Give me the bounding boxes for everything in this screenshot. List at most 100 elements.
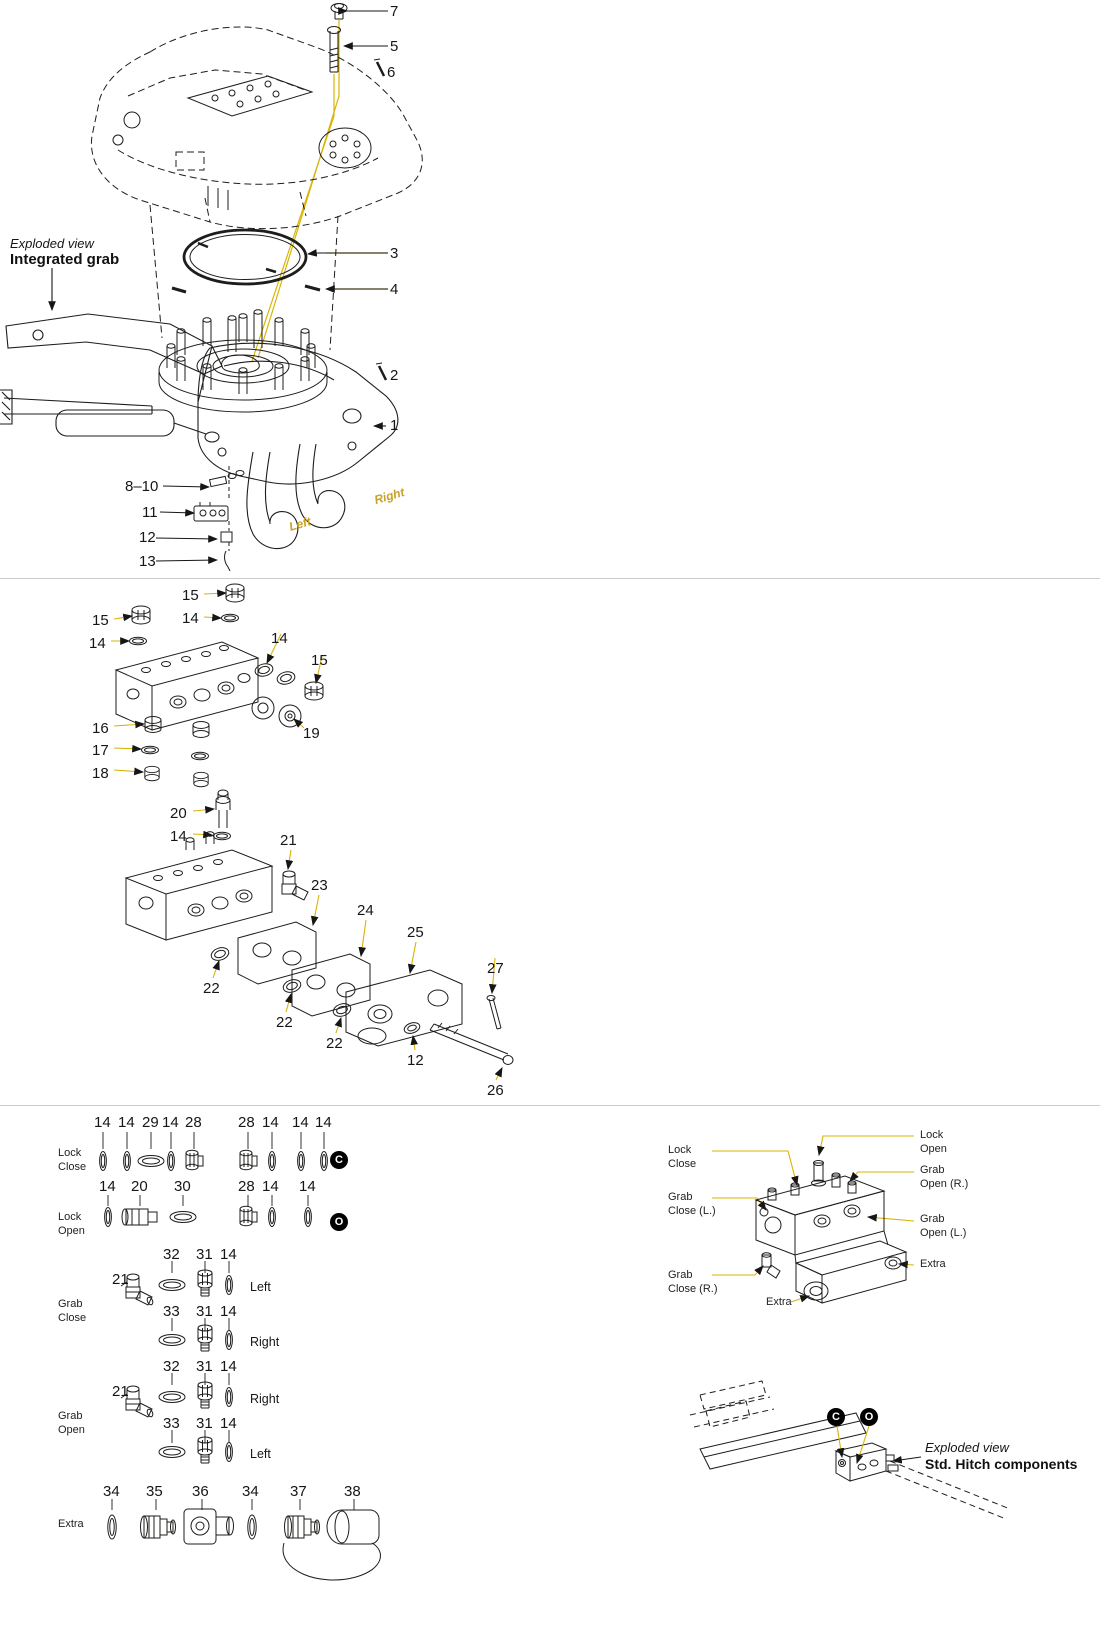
callout-lc-0: 14 xyxy=(94,1114,111,1131)
callout-lc-2: 29 xyxy=(142,1114,159,1131)
std-hitch-leaders xyxy=(836,1425,922,1465)
upper-manifold-block xyxy=(114,583,324,788)
callout-25: 25 xyxy=(407,924,424,941)
callout-12: 12 xyxy=(139,529,156,546)
row-label-line: Lock xyxy=(58,1147,82,1159)
callout-23: 23 xyxy=(311,877,328,894)
lock-close-parts-row xyxy=(99,1149,328,1171)
matrix-leader-lines xyxy=(102,1132,355,1510)
callout-gc-b2: 14 xyxy=(220,1303,237,1320)
callout-15-a: 15 xyxy=(182,587,199,604)
valve-label-lock-open: Lock Open xyxy=(920,1128,947,1157)
valve-label-extra-right: Extra xyxy=(920,1258,946,1270)
valve-label-line: Grab xyxy=(920,1164,945,1176)
callout-14-a: 14 xyxy=(182,610,199,627)
callout-lo-3: 28 xyxy=(238,1178,255,1195)
row-label-line: Close xyxy=(58,1312,87,1325)
valve-label-line: Close xyxy=(668,1158,697,1171)
callout-lc-5: 28 xyxy=(238,1114,255,1131)
callout-27: 27 xyxy=(487,960,504,977)
side-label: Left xyxy=(250,1280,271,1294)
callout-ex-4: 37 xyxy=(290,1483,307,1500)
callout-2: 2 xyxy=(390,367,399,384)
callout-12-mid: 12 xyxy=(407,1052,424,1069)
callout-4: 4 xyxy=(390,281,399,298)
row-label-lock-open: Lock Open xyxy=(58,1210,85,1239)
row-label-lock-close: Lock Close xyxy=(58,1146,86,1175)
callout-gc-b0: 33 xyxy=(163,1303,180,1320)
callout-lo-5: 14 xyxy=(299,1178,316,1195)
callout-26: 26 xyxy=(487,1082,504,1099)
callout-14-c: 14 xyxy=(271,630,288,647)
side-label: Left xyxy=(250,1447,271,1461)
row-label-grab-close: Grab Close xyxy=(58,1297,86,1326)
valve-label-line: Grab xyxy=(920,1213,945,1225)
diagram-title: Integrated grab xyxy=(10,251,120,268)
integrated-grab-exploded-drawing xyxy=(0,0,423,572)
bearing-plate-part xyxy=(158,309,328,413)
valve-label-line: Close (L.) xyxy=(668,1205,716,1218)
callout-gc-b1: 31 xyxy=(196,1303,213,1320)
callout-21: 21 xyxy=(280,832,297,849)
leader-arrows-top xyxy=(48,11,388,564)
callout-gc-21: 21 xyxy=(112,1271,129,1288)
lower-manifold-block xyxy=(124,789,309,941)
row-label-line: Lock xyxy=(58,1211,82,1223)
valve-label-grab-open-l: Grab Open (L.) xyxy=(920,1212,966,1241)
callout-lo-1: 20 xyxy=(131,1178,148,1195)
std-hitch-drawing xyxy=(689,1380,1011,1520)
callout-22-b: 22 xyxy=(276,1014,293,1031)
row-label-grab-open: Grab Open xyxy=(58,1409,85,1438)
pin-part-6 xyxy=(373,58,386,77)
row-label-line: Open xyxy=(58,1225,85,1238)
callout-go-a0: 32 xyxy=(163,1358,180,1375)
link-blocks-and-seals xyxy=(209,921,514,1065)
section-divider xyxy=(0,578,1100,579)
pin-part-2 xyxy=(375,362,388,381)
callout-7: 7 xyxy=(390,3,399,20)
callout-24: 24 xyxy=(357,902,374,919)
open-badge: O xyxy=(330,1213,348,1231)
screw-part-7 xyxy=(330,3,348,20)
leader-lines-yellow-top xyxy=(251,20,388,362)
pins-part-4 xyxy=(171,284,321,294)
callout-lc-4: 28 xyxy=(185,1114,202,1131)
valve-label-line: Open (L.) xyxy=(920,1227,967,1240)
valve-label-line: Grab xyxy=(668,1269,693,1281)
valve-label-line: Grab xyxy=(668,1191,693,1203)
callout-go-21: 21 xyxy=(112,1383,129,1400)
callout-19: 19 xyxy=(303,725,320,742)
side-label: Right xyxy=(250,1392,280,1406)
valve-label-line: Open xyxy=(920,1143,947,1156)
callout-go-a2: 14 xyxy=(220,1358,237,1375)
hitch-valve-leaders xyxy=(712,1135,915,1303)
exploded-view-label-hitch: Exploded view xyxy=(925,1440,1009,1455)
callout-ex-3: 34 xyxy=(242,1483,259,1500)
section-divider xyxy=(0,1105,1100,1106)
valve-label-line: Close (R.) xyxy=(668,1283,718,1296)
o-ring-part-3 xyxy=(182,228,308,286)
row-label-line: Open xyxy=(58,1424,85,1437)
extra-parts-row xyxy=(107,1508,381,1581)
callout-16: 16 xyxy=(92,720,109,737)
callout-gc-a1: 31 xyxy=(196,1246,213,1263)
callout-22-a: 22 xyxy=(203,980,220,997)
side-label: Right xyxy=(250,1335,280,1349)
callout-go-b0: 33 xyxy=(163,1415,180,1432)
callout-18: 18 xyxy=(92,765,109,782)
valve-parts-8-to-13 xyxy=(193,466,245,572)
leader-lines-yellow-middle xyxy=(111,589,503,1081)
valve-label-grab-close-r: Grab Close (R.) xyxy=(668,1268,718,1297)
hitch-valve-block-drawing xyxy=(754,1160,908,1304)
valve-block-exploded-drawing xyxy=(111,583,514,1081)
grab-frame-part-1 xyxy=(0,313,399,550)
valve-label-line: Lock xyxy=(668,1144,692,1156)
callout-13: 13 xyxy=(139,553,156,570)
housing-ghost xyxy=(90,26,423,351)
valve-label-line: Lock xyxy=(920,1129,944,1141)
callout-go-b1: 31 xyxy=(196,1415,213,1432)
callout-lo-4: 14 xyxy=(262,1178,279,1195)
open-badge-hitch: O xyxy=(860,1408,878,1426)
callout-go-a1: 31 xyxy=(196,1358,213,1375)
